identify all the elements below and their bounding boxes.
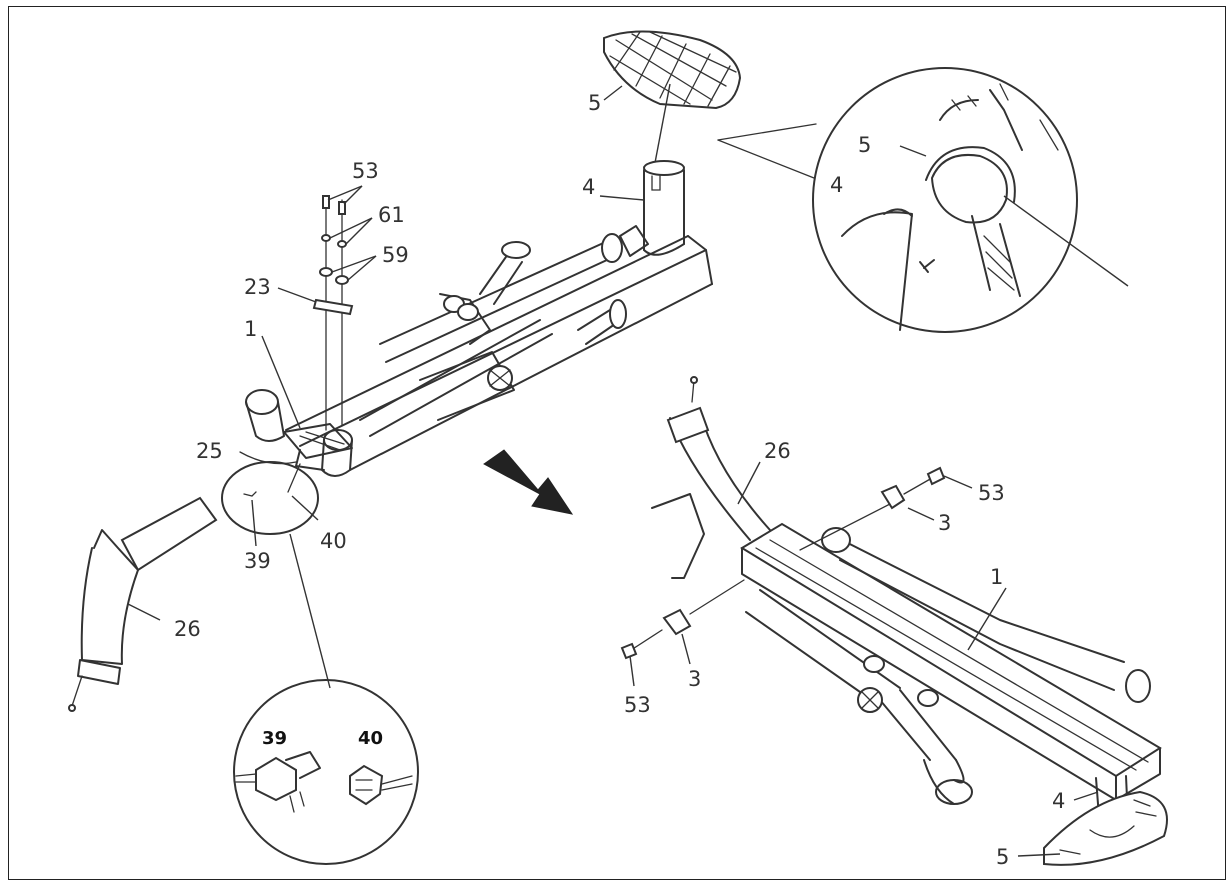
label-plate: 23	[244, 275, 271, 299]
label-right-tube: 4	[1052, 789, 1065, 813]
label-right-cap-lower: 3	[688, 667, 701, 691]
callout-labels: 5 4 5 4 53 61 59 23 1 25 39 40 26 26 53 …	[174, 91, 1065, 869]
connector-bubble	[233, 679, 419, 865]
label-right-bolt-lower: 53	[624, 693, 651, 717]
label-bubble-40: 40	[358, 728, 383, 749]
label-upper-pedal: 5	[588, 91, 601, 115]
label-connector-39: 39	[244, 549, 271, 573]
diagram-frame	[8, 6, 1226, 880]
fastener-stack	[261, 185, 377, 431]
connector-area	[221, 451, 331, 689]
assembled-view-right	[620, 376, 1168, 866]
label-detail-pedal: 5	[858, 133, 871, 157]
rear-stabilizer-left	[68, 496, 218, 712]
label-washers-small: 61	[378, 203, 405, 227]
label-right-stabilizer: 26	[764, 439, 791, 463]
arrow-right-down-icon	[483, 449, 574, 515]
label-right-bolt-upper: 53	[978, 481, 1005, 505]
label-rear-stabilizer: 26	[174, 617, 201, 641]
label-bubble-39: 39	[262, 728, 287, 749]
label-washers-large: 59	[382, 243, 409, 267]
detail-circle	[717, 67, 1129, 333]
label-right-pedal: 5	[996, 845, 1009, 869]
label-right-cap-upper: 3	[938, 511, 951, 535]
label-main-frame: 1	[244, 317, 257, 341]
main-frame-left	[245, 225, 713, 477]
label-connector-40: 40	[320, 529, 347, 553]
pedal-top	[603, 30, 742, 110]
label-upper-tube: 4	[582, 175, 595, 199]
label-right-frame: 1	[990, 565, 1003, 589]
label-cable: 25	[196, 439, 223, 463]
label-bolts: 53	[352, 159, 379, 183]
label-detail-tube: 4	[830, 173, 843, 197]
